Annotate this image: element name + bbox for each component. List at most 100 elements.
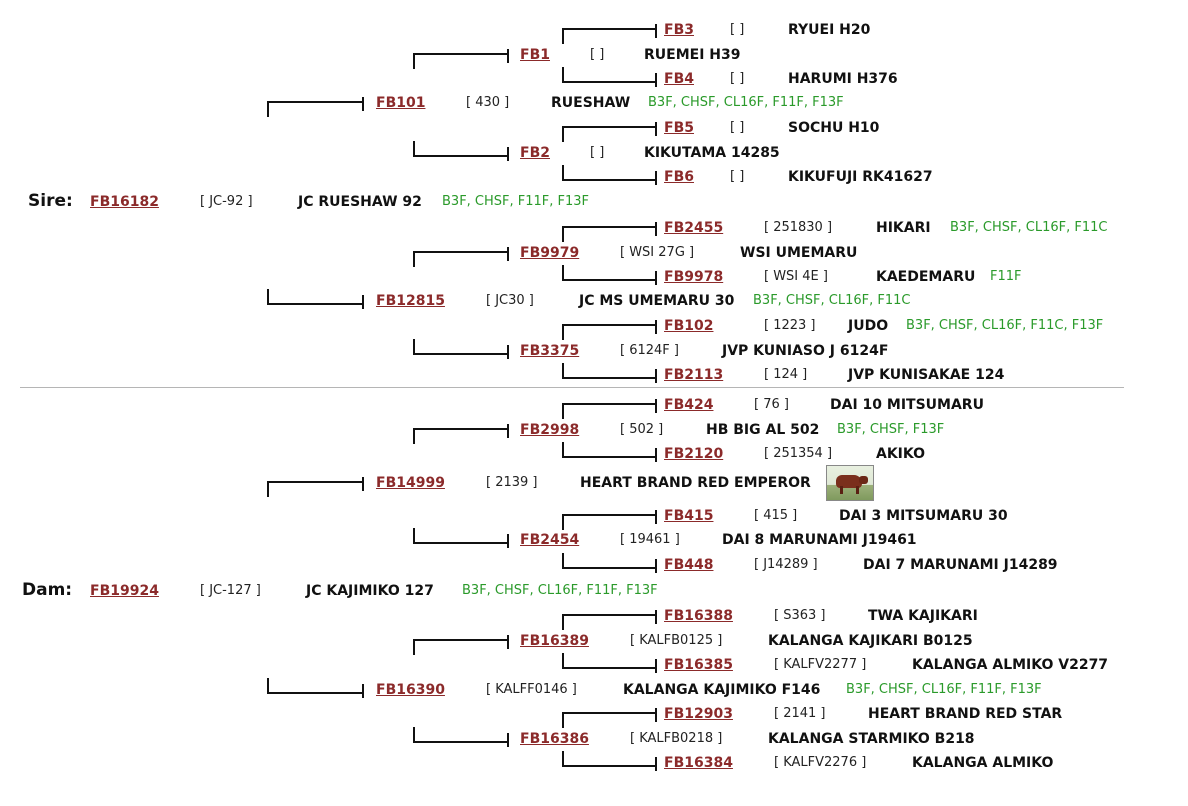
animal-id-link[interactable]: FB16386 xyxy=(520,731,589,747)
registration-number: [ ] xyxy=(590,47,605,62)
animal-name: DAI 10 MITSUMARU xyxy=(830,397,984,413)
animal-name: HEART BRAND RED STAR xyxy=(868,706,1063,722)
pedigree-tick xyxy=(655,399,657,413)
pedigree-connector xyxy=(562,403,657,419)
animal-id-link[interactable]: FB16385 xyxy=(664,657,733,673)
animal-name: HB BIG AL 502 xyxy=(706,422,820,438)
animal-id-link[interactable]: FB102 xyxy=(664,318,714,334)
pedigree-connector xyxy=(562,265,657,281)
pedigree-connector xyxy=(562,653,657,669)
animal-id-link[interactable]: FB1 xyxy=(520,47,550,63)
pedigree-row: FB16384[ KALFV2276 ]KALANGA ALMIKO xyxy=(0,753,1188,773)
animal-id-link[interactable]: FB14999 xyxy=(376,475,445,491)
pedigree-tick xyxy=(655,122,657,136)
pedigree-row: FB16386[ KALFB0218 ]KALANGA STARMIKO B21… xyxy=(0,729,1188,749)
pedigree-row: FB102 [ 1223 ] JUDO B3F, CHSF, CL16F, F11C,… xyxy=(0,316,1188,336)
genetic-codes: B3F, CHSF, CL16F, F11F, F13F xyxy=(462,583,658,598)
animal-id-link[interactable]: FB16390 xyxy=(376,682,445,698)
pedigree-tick xyxy=(655,559,657,573)
pedigree-connector xyxy=(562,226,657,242)
animal-id-link[interactable]: FB5 xyxy=(664,120,694,136)
pedigree-connector xyxy=(413,53,509,69)
animal-name: JVP KUNIASO J 6124F xyxy=(722,343,889,359)
pedigree-connector xyxy=(267,101,364,117)
pedigree-connector xyxy=(562,514,657,530)
animal-name: DAI 3 MITSUMARU 30 xyxy=(839,508,1008,524)
registration-number: [ KALFV2277 ] xyxy=(774,657,867,672)
registration-number: [ KALFF0146 ] xyxy=(486,682,577,697)
pedigree-tick xyxy=(655,757,657,771)
pedigree-connector xyxy=(562,28,657,44)
animal-id-link[interactable]: FB16182 xyxy=(90,194,159,210)
pedigree-row: FB1 [ ] RUEMEI H39 xyxy=(0,45,1188,65)
animal-id-link[interactable]: FB2 xyxy=(520,145,550,161)
pedigree-row: FB4[ ]HARUMI H376 xyxy=(0,69,1188,89)
registration-number: [ 251354 ] xyxy=(764,446,833,461)
animal-id-link[interactable]: FB415 xyxy=(664,508,714,524)
animal-id-link[interactable]: FB4 xyxy=(664,71,694,87)
registration-number: [ 1223 ] xyxy=(764,318,816,333)
pedigree-row: FB2113[ 124 ]JVP KUNISAKAE 124 xyxy=(0,365,1188,385)
animal-name: KIKUTAMA 14285 xyxy=(644,145,780,161)
animal-id-link[interactable]: FB2454 xyxy=(520,532,580,548)
registration-number: [ 6124F ] xyxy=(620,343,679,358)
pedigree-connector xyxy=(562,165,657,181)
registration-number: [ ] xyxy=(730,22,745,37)
pedigree-tick xyxy=(507,147,509,161)
animal-id-link[interactable]: FB16389 xyxy=(520,633,589,649)
registration-number: [ J14289 ] xyxy=(754,557,818,572)
genetic-codes: B3F, CHSF, F11F, F13F xyxy=(442,194,590,209)
pedigree-tick xyxy=(507,345,509,359)
genetic-codes: B3F, CHSF, CL16F, F11C, F13F xyxy=(906,318,1104,333)
animal-photo-thumbnail[interactable] xyxy=(826,465,874,501)
animal-id-link[interactable]: FB3375 xyxy=(520,343,580,359)
pedigree-connector xyxy=(267,289,364,305)
registration-number: [ JC30 ] xyxy=(486,293,534,308)
animal-id-link[interactable]: FB2120 xyxy=(664,446,724,462)
animal-name: KALANGA KAJIKARI B0125 xyxy=(768,633,973,649)
animal-id-link[interactable]: FB2113 xyxy=(664,367,724,383)
pedigree-tick xyxy=(655,708,657,722)
registration-number: [ 251830 ] xyxy=(764,220,833,235)
animal-name: JUDO xyxy=(848,318,889,334)
pedigree-connector xyxy=(413,251,509,267)
animal-id-link[interactable]: FB448 xyxy=(664,557,714,573)
pedigree-tick xyxy=(655,510,657,524)
animal-name: RUESHAW xyxy=(551,95,631,111)
animal-name: RUEMEI H39 xyxy=(644,47,741,63)
pedigree-connector xyxy=(562,126,657,142)
animal-id-link[interactable]: FB2455 xyxy=(664,220,724,236)
animal-id-link[interactable]: FB16388 xyxy=(664,608,733,624)
dam-label: Dam: xyxy=(22,580,73,600)
animal-id-link[interactable]: FB9979 xyxy=(520,245,580,261)
animal-id-link[interactable]: FB12815 xyxy=(376,293,445,309)
pedigree-row: FB2454[ 19461 ]DAI 8 MARUNAMI J19461 xyxy=(0,530,1188,550)
pedigree-connector xyxy=(562,67,657,83)
pedigree-connector xyxy=(413,528,509,544)
genetic-codes: B3F, CHSF, CL16F, F11F, F13F xyxy=(846,682,1042,697)
registration-number: [ WSI 4E ] xyxy=(764,269,828,284)
registration-number: [ JC-92 ] xyxy=(200,194,253,209)
pedigree-row: FB16390[ KALFF0146 ]KALANGA KAJIMIKO F14… xyxy=(0,680,1188,700)
pedigree-row: FB6[ ]KIKUFUJI RK41627 xyxy=(0,167,1188,187)
registration-number: [ KALFB0125 ] xyxy=(630,633,723,648)
registration-number: [ ] xyxy=(730,120,745,135)
animal-id-link[interactable]: FB424 xyxy=(664,397,714,413)
pedigree-connector xyxy=(413,639,509,655)
pedigree-tick xyxy=(655,448,657,462)
animal-id-link[interactable]: FB6 xyxy=(664,169,694,185)
pedigree-row: FB16385[ KALFV2277 ]KALANGA ALMIKO V2277 xyxy=(0,655,1188,675)
registration-number: [ 415 ] xyxy=(754,508,798,523)
animal-id-link[interactable]: FB16384 xyxy=(664,755,733,771)
animal-id-link[interactable]: FB19924 xyxy=(90,583,159,599)
animal-id-link[interactable]: FB3 xyxy=(664,22,694,38)
pedigree-row: FB2[ ]KIKUTAMA 14285 xyxy=(0,143,1188,163)
pedigree-row: FB415 [ 415 ] DAI 3 MITSUMARU 30 xyxy=(0,506,1188,526)
animal-id-link[interactable]: FB9978 xyxy=(664,269,724,285)
pedigree-row: FB14999[ 2139 ]HEART BRAND RED EMPEROR xyxy=(0,473,1188,493)
animal-id-link[interactable]: FB101 xyxy=(376,95,426,111)
pedigree-row: FB2120[ 251354 ]AKIKO xyxy=(0,444,1188,464)
animal-id-link[interactable]: FB2998 xyxy=(520,422,580,438)
animal-id-link[interactable]: FB12903 xyxy=(664,706,733,722)
